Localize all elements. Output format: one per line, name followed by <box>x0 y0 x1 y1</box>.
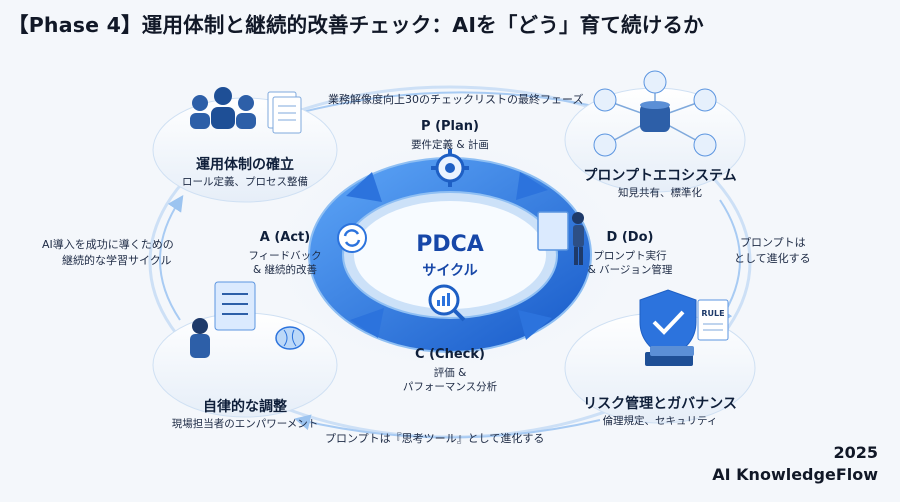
page-title: 【Phase 4】運用体制と継続的改善チェック：AIを「どう」育て続けるか <box>8 13 704 37</box>
node-top-right-desc: 知見共有、標準化 <box>618 187 702 199</box>
presenter-figure-icon <box>537 211 584 265</box>
person-dashboard-icon <box>190 281 256 358</box>
top-flow-arrow <box>279 91 626 119</box>
do-desc2: & バージョン管理 <box>587 264 673 276</box>
check-label: C (Check) <box>415 347 485 362</box>
act-label: A (Act) <box>259 230 311 245</box>
node-top-right-title: プロンプトエコシステム <box>583 168 737 184</box>
node-bottom-right-desc: 倫理規定、セキュリティ <box>602 415 718 427</box>
refresh-icon <box>337 223 367 253</box>
rule-document-label: RULE <box>701 309 724 318</box>
left-flow-arrow <box>159 195 184 321</box>
arc-label-right-2: として進化する <box>734 252 811 265</box>
arc-label-left-1: AI導入を成功に導くための <box>42 238 174 251</box>
shield-check-icon <box>639 289 697 359</box>
documents-icon <box>267 91 302 134</box>
gear-icon <box>431 149 469 187</box>
pdca-ring <box>308 157 592 353</box>
arc-label-left-2: 継続的な学習サイクル <box>62 254 172 267</box>
node-bottom-left-title: 自律的な調整 <box>203 399 287 415</box>
pdca-center-title: PDCA <box>416 232 484 257</box>
node-top-left-title: 運用体制の確立 <box>196 157 294 173</box>
book-icon <box>645 346 694 366</box>
act-desc1: フィードバック <box>248 250 322 262</box>
footer-brand: AI KnowledgeFlow <box>712 465 878 484</box>
pdca-center-subtitle: サイクル <box>422 263 478 279</box>
do-desc1: プロンプト実行 <box>593 250 667 262</box>
plan-desc: 要件定義 & 計画 <box>411 139 489 151</box>
database-network-icon <box>593 70 717 157</box>
magnifier-chart-icon <box>428 284 466 322</box>
brain-icon <box>275 326 305 350</box>
node-bottom-right-title: リスク管理とガバナンス <box>583 396 737 412</box>
arc-label-bottom: プロンプトは『思考ツール』として進化する <box>325 432 545 445</box>
check-desc2: パフォーマンス分析 <box>402 381 498 393</box>
plan-label: P (Plan) <box>421 119 479 134</box>
rule-document-icon: RULE <box>697 299 729 341</box>
node-bottom-left-desc: 現場担当者のエンパワーメント <box>171 418 319 430</box>
arc-label-top: 業務解像度向上30のチェックリストの最終フェーズ <box>328 93 584 106</box>
arc-label-right-1: プロンプトは <box>740 236 806 249</box>
do-label: D (Do) <box>606 230 654 245</box>
bottom-flow-arrow <box>294 414 601 439</box>
node-top-left-desc: ロール定義、プロセス整備 <box>182 176 308 188</box>
act-desc2: & 継続的改善 <box>252 264 318 276</box>
footer-year: 2025 <box>833 443 878 462</box>
team-people-icon <box>190 87 256 129</box>
check-desc1: 評価 & <box>433 367 467 379</box>
